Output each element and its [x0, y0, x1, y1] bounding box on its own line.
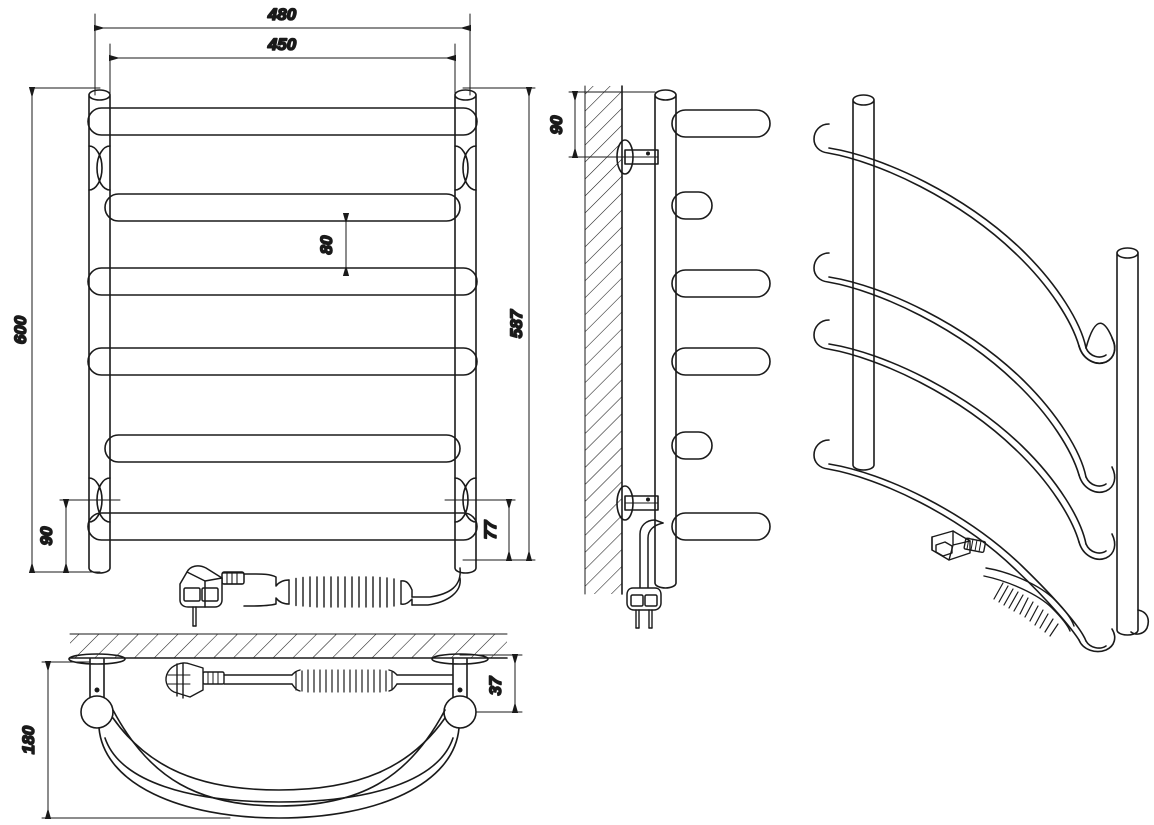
side-arm-6 [671, 512, 771, 541]
front-extension-lines [94, 13, 471, 96]
front-rung-1 [87, 107, 478, 136]
iso-pipe-right [1116, 247, 1139, 636]
side-power-cord [626, 519, 664, 629]
top-flange-right [431, 653, 489, 665]
side-elevation-view: 90 [546, 85, 771, 629]
top-bow-inner [104, 717, 454, 803]
dim-600-label: 600 [11, 315, 30, 344]
iso-pipe-left [852, 94, 875, 471]
dim-480-label: 480 [267, 5, 297, 24]
side-arm-5 [671, 431, 713, 460]
dim-77-label: 77 [481, 519, 500, 539]
iso-rung-3 [813, 319, 1116, 560]
iso-rung-4 [813, 439, 1116, 653]
top-wall [69, 633, 508, 659]
dim-587-label: 587 [507, 308, 526, 338]
dim-37-label: 37 [486, 675, 505, 695]
dim-450: 450 [109, 34, 456, 62]
dim-180: 180 [18, 661, 231, 819]
top-power-cord [165, 662, 453, 699]
front-elevation-view: 480 450 600 587 80 90 [10, 4, 536, 627]
dim-587: 587 [462, 87, 536, 561]
dim-450-label: 450 [267, 35, 297, 54]
top-pipe-right [443, 695, 477, 729]
dim-180-label: 180 [19, 725, 38, 754]
front-bracket-top-left [88, 145, 111, 191]
front-bracket-bottom-right [444, 477, 516, 523]
front-power-cord [179, 565, 461, 627]
front-rung-5 [104, 434, 461, 463]
dim-90-front: 90 [36, 499, 101, 573]
side-bracket-bottom [616, 485, 659, 521]
iso-rung-1 [813, 123, 1116, 364]
side-arm-2 [671, 191, 713, 220]
side-wall [584, 85, 623, 595]
side-arm-4 [671, 347, 771, 376]
top-bow-outer [98, 709, 460, 819]
side-vertical-pipe [654, 89, 677, 589]
dim-80: 80 [316, 213, 350, 276]
front-rung-4 [87, 347, 478, 376]
front-vertical-pipe-left [88, 89, 111, 574]
front-vertical-pipe-right [454, 89, 477, 574]
top-pipe-left [80, 695, 114, 729]
front-bracket-bottom-left [59, 477, 121, 523]
dim-480: 480 [94, 4, 471, 32]
front-rung-6 [87, 512, 478, 541]
iso-rung-2 [813, 252, 1116, 493]
front-rung-2 [104, 193, 461, 222]
isometric-3d-view [813, 94, 1150, 653]
side-arm-3 [671, 269, 771, 298]
dim-77: 77 [462, 499, 516, 561]
dim-80-label: 80 [317, 235, 336, 254]
dim-37: 37 [459, 654, 523, 713]
side-arm-1 [671, 109, 771, 138]
iso-bottom-elbow [1130, 609, 1150, 635]
dim-90-front-label: 90 [37, 526, 56, 545]
front-rung-3 [87, 267, 478, 296]
top-plan-view: 180 37 [18, 633, 523, 819]
dim-600: 600 [10, 87, 101, 573]
front-bracket-top-right [454, 145, 477, 191]
side-bracket-top [616, 139, 659, 175]
iso-power-cord [931, 530, 1075, 637]
top-flange-left [68, 653, 126, 665]
dim-90-side-label: 90 [547, 115, 566, 134]
